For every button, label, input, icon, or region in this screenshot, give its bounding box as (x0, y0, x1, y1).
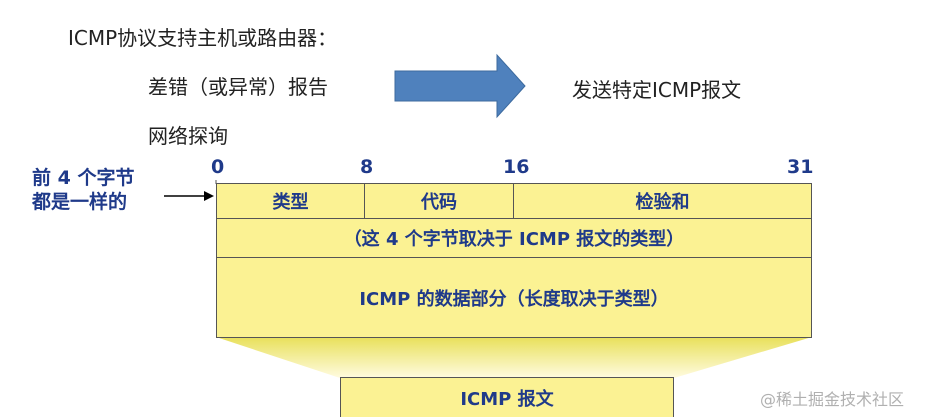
side-label-line-1: 前 4 个字节 (32, 167, 135, 189)
field-rest-of-header-label: （这 4 个字节取决于 ICMP 报文的类型） (343, 229, 685, 250)
big-right-arrow (394, 53, 526, 119)
side-label: 前 4 个字节 都是一样的 (32, 166, 134, 214)
bit-label-8: 8 (360, 156, 374, 178)
field-checksum-label: 检验和 (635, 192, 690, 213)
field-data: ICMP 的数据部分（长度取决于类型） (216, 257, 812, 338)
watermark: @稀土掘金技术社区 (760, 390, 905, 409)
field-type-label: 类型 (272, 192, 309, 213)
field-code: 代码 (364, 183, 514, 219)
side-label-line-2: 都是一样的 (32, 191, 128, 213)
bit-label-16: 16 (503, 156, 530, 178)
intro-heading: ICMP协议支持主机或路由器： (68, 26, 338, 50)
bit-label-31: 31 (787, 156, 814, 178)
field-code-label: 代码 (421, 192, 457, 213)
icmp-message-box: ICMP 报文 (340, 377, 674, 417)
funnel-shape (216, 337, 812, 378)
field-data-label: ICMP 的数据部分（长度取决于类型） (359, 288, 669, 310)
result-text: 发送特定ICMP报文 (572, 78, 742, 102)
item-error-report: 差错（或异常）报告 (148, 75, 328, 99)
item-network-probe: 网络探询 (148, 124, 228, 148)
field-type: 类型 (216, 183, 365, 219)
field-rest-of-header: （这 4 个字节取决于 ICMP 报文的类型） (216, 218, 812, 258)
field-checksum: 检验和 (513, 183, 812, 219)
bit-label-0: 0 (211, 156, 225, 178)
icmp-message-label: ICMP 报文 (460, 388, 554, 410)
pointer-arrow-head (204, 191, 214, 201)
